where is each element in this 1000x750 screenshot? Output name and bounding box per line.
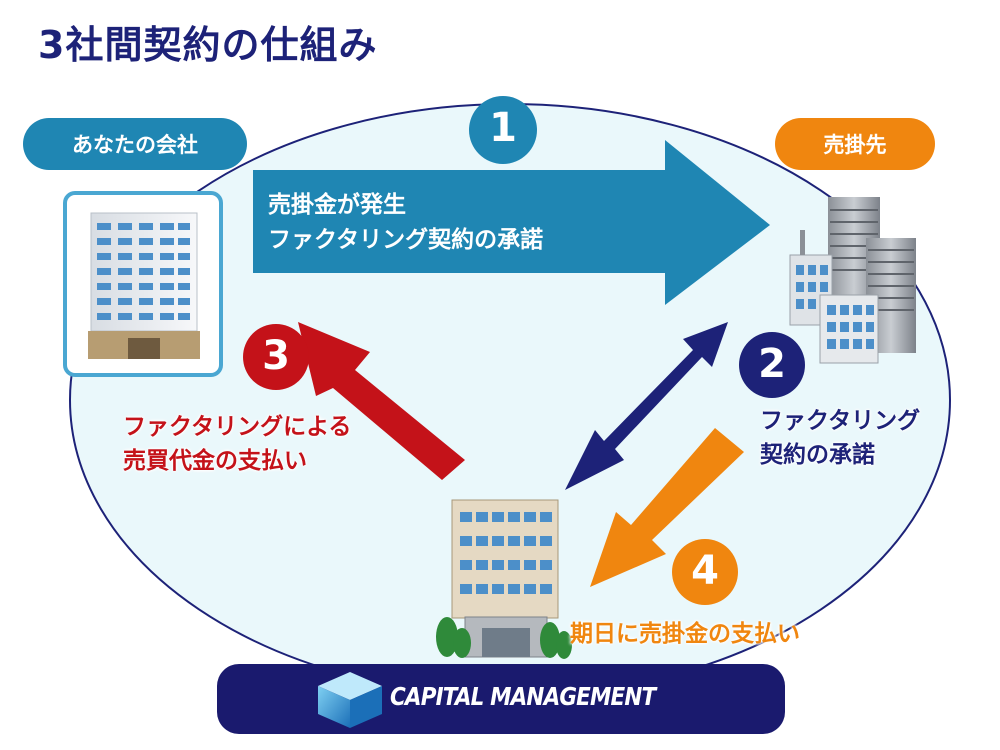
step2-text: ファクタリング 契約の承諾 [760,404,920,472]
your-company-building [63,191,223,377]
company-logo-text: CAPITAL MANAGEMENT [390,682,656,711]
step3-text: ファクタリングによる 売買代金の支払い [123,410,351,478]
step3-number: 3 [262,333,290,379]
step1-text: 売掛金が発生 ファクタリング契約の承諾 [268,188,688,258]
step1-line1: 売掛金が発生 [268,192,406,218]
step3-circle [243,324,309,390]
step1-line2: ファクタリング契約の承諾 [268,227,544,253]
step3-arrow [298,322,465,480]
step4-arrow [590,428,744,587]
step1-circle [469,96,537,164]
step3-line2: 売買代金の支払い [123,448,307,474]
step2-line1: ファクタリング [760,408,921,434]
cube-logo-icon [318,672,382,728]
step4-text: 期日に売掛金の支払い [570,617,800,651]
step2-circle [739,332,805,398]
step1-arrow [253,140,770,305]
step2-double-arrow [565,322,728,490]
step3-line1: ファクタリングによる [123,414,352,440]
step4-number: 4 [691,548,719,594]
step1-number: 1 [489,105,517,151]
receivable-dest-label: 売掛先 [775,118,935,170]
step4-circle [672,539,738,605]
page-title: 3社間契約の仕組み [38,23,378,67]
step2-number: 2 [758,341,786,387]
your-company-label: あなたの会社 [23,118,247,170]
step4-line1: 期日に売掛金の支払い [570,621,800,647]
step2-line2: 契約の承諾 [760,442,875,468]
capital-management-building [436,499,572,659]
receivable-dest-buildings [789,197,916,364]
